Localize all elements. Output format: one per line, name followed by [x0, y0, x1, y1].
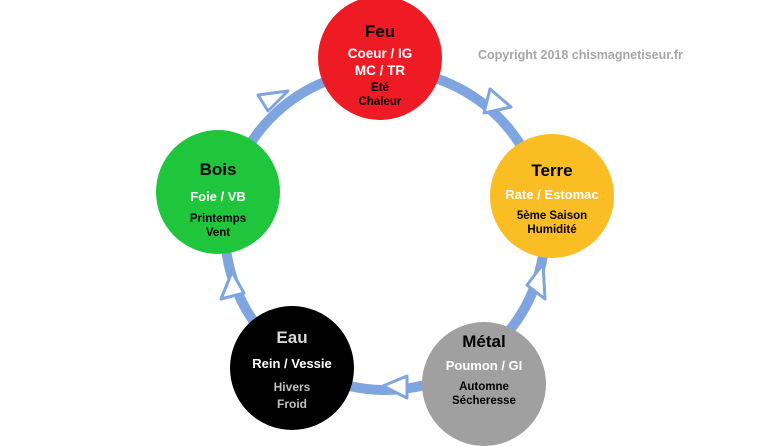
- element-organs-line: Poumon / GI: [445, 358, 523, 373]
- arrow-metal-to-eau-icon: [381, 374, 409, 400]
- element-eau: Eau Rein / Vessie Hivers Froid: [230, 306, 354, 430]
- element-season: Hivers: [273, 380, 311, 394]
- arrow-feu-to-terre-icon: [482, 87, 513, 115]
- element-organs-line: Coeur / IG: [347, 46, 413, 61]
- element-title: Bois: [199, 160, 237, 179]
- element-season: Eté: [371, 82, 389, 94]
- element-organs-line: Rein / Vessie: [252, 356, 332, 371]
- arrow-eau-to-bois-icon: [219, 270, 246, 301]
- arrow-bois-to-feu-icon: [256, 89, 290, 113]
- element-climate: Chaleur: [358, 96, 402, 108]
- copyright-text: Copyright 2018 chismagnetiseur.fr: [478, 48, 683, 62]
- element-title: Eau: [276, 328, 308, 347]
- element-bois: Bois Foie / VB Printemps Vent: [156, 130, 280, 254]
- element-title: Feu: [364, 22, 396, 41]
- element-climate: Vent: [205, 227, 231, 239]
- element-season: 5ème Saison: [516, 210, 588, 222]
- element-title: Terre: [531, 161, 573, 180]
- element-season: Automne: [459, 381, 509, 393]
- element-organs-line: MC / TR: [354, 63, 406, 78]
- element-climate: Sécheresse: [452, 395, 516, 407]
- element-climate: Froid: [277, 397, 307, 411]
- element-organs-line: Rate / Estomac: [505, 187, 599, 202]
- element-metal: Métal Poumon / GI Automne Sécheresse: [422, 322, 546, 446]
- element-organs-line: Foie / VB: [190, 189, 246, 204]
- element-terre: Terre Rate / Estomac 5ème Saison Humidit…: [490, 134, 614, 258]
- element-title: Métal: [462, 332, 506, 351]
- element-climate: Humidité: [527, 224, 577, 236]
- arrow-terre-to-metal-icon: [525, 262, 547, 301]
- element-season: Printemps: [189, 213, 247, 225]
- element-feu: Feu Coeur / IG MC / TR Eté Chaleur: [318, 0, 442, 120]
